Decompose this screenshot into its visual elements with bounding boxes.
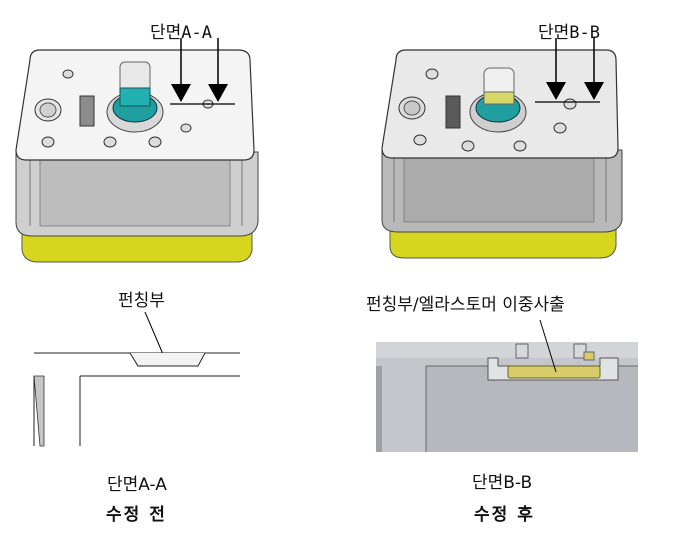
punching-elastomer-callout: 펀칭부/엘라스토머 이중사출 <box>366 295 565 315</box>
section-label-a: 단면A-A <box>150 23 212 43</box>
caption-before: 수정 전 <box>106 505 167 525</box>
section-view-after: 펀칭부/엘라스토머 이중사출 단면B-B 수정 후 <box>360 280 678 538</box>
caption-after: 수정 후 <box>474 505 535 525</box>
punching-part-callout: 펀칭부 <box>118 291 165 311</box>
device-model-after: 단면B-B <box>360 0 678 270</box>
section-b-drawing <box>376 319 638 452</box>
caption-section-a: 단면A-A <box>107 475 167 495</box>
section-view-before: 펀칭부 단면A-A 수정 전 <box>0 280 340 538</box>
device-after-illustration <box>381 38 623 259</box>
device-model-before: 단면A-A <box>0 0 340 270</box>
section-a-drawing <box>33 311 240 447</box>
section-label-b: 단면B-B <box>538 23 600 43</box>
device-before-illustration <box>15 38 259 263</box>
caption-section-b: 단면B-B <box>472 473 533 493</box>
